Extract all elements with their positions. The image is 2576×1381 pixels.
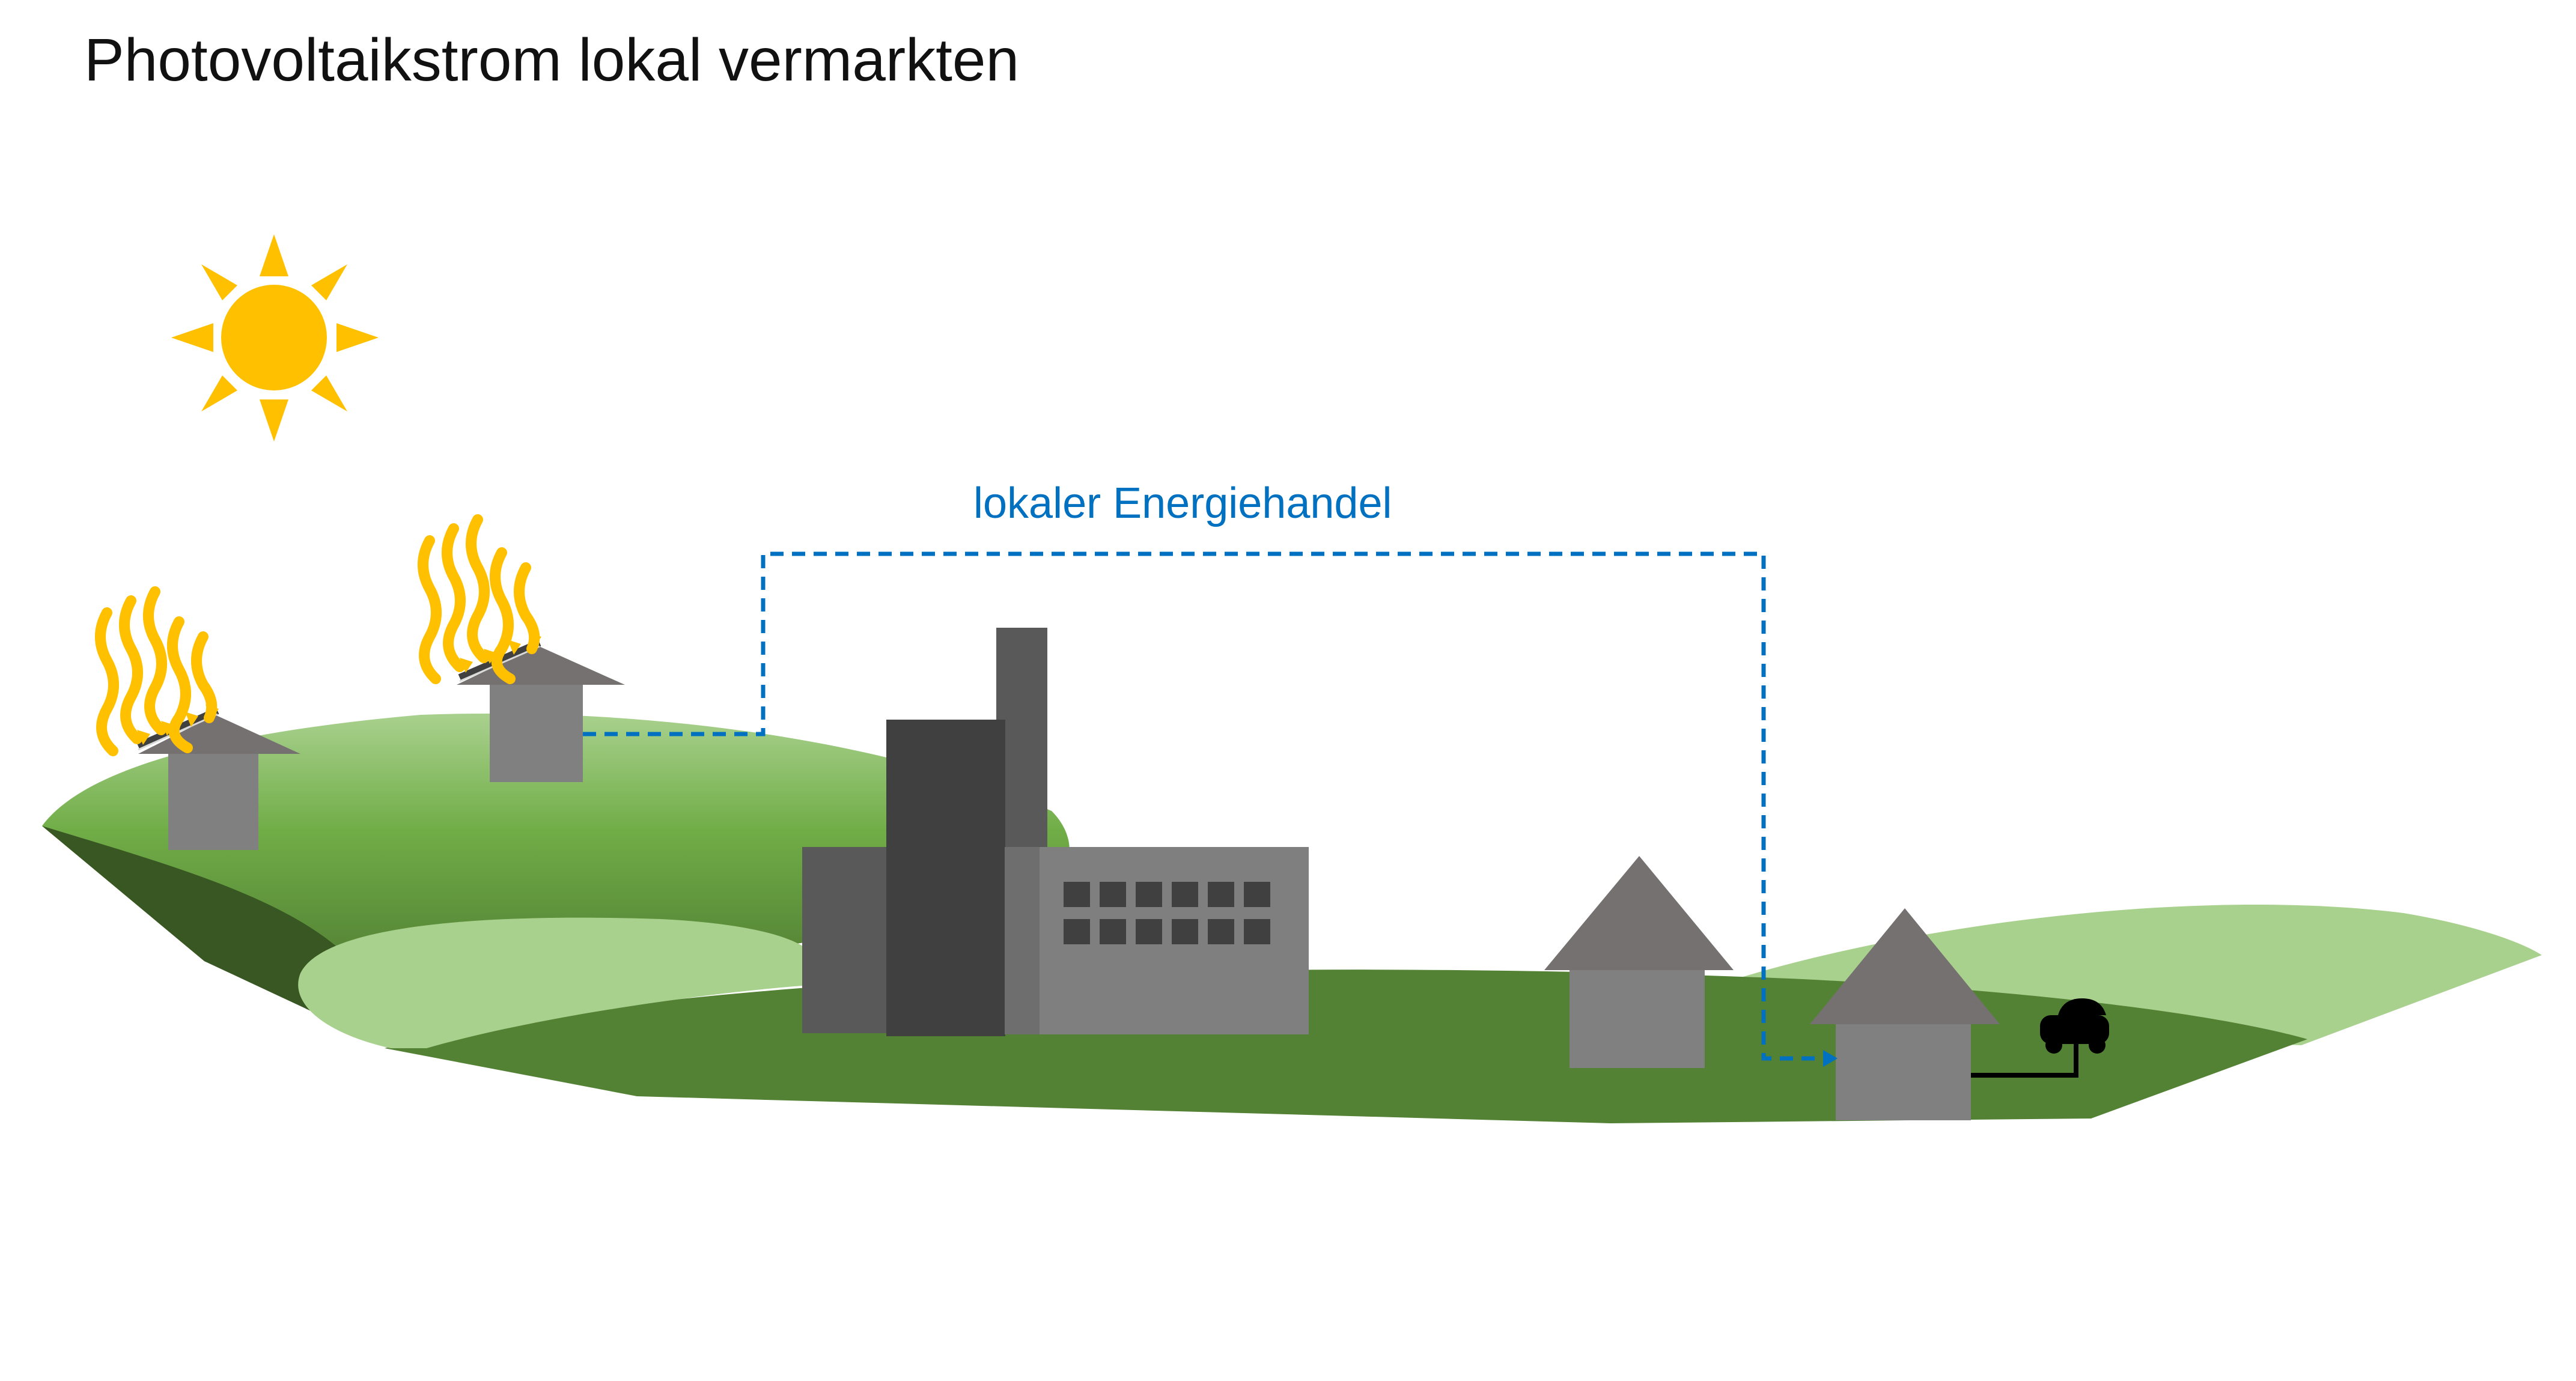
house-body [1570, 967, 1705, 1068]
charging-cable [1971, 1036, 2078, 1078]
factory-icon [802, 628, 1309, 1036]
energy-trade-arrowhead [1823, 1050, 1838, 1067]
sunlight-arrowheads [137, 705, 219, 745]
house-3 [1544, 856, 1734, 1068]
house-body [1836, 1021, 1971, 1120]
house-roof [1810, 908, 2000, 1024]
sunlight-arrowheads [460, 633, 541, 673]
sunlight-wave-icon [418, 514, 540, 684]
sun-icon [171, 234, 379, 442]
house-body [168, 754, 258, 850]
diagram-title: Photovoltaikstrom lokal vermarkten [84, 26, 1020, 94]
meadow [298, 917, 819, 1048]
factory-windows [1064, 882, 1270, 944]
house-body [490, 680, 583, 782]
house-consumer [1810, 908, 2000, 1120]
factory-left-wing [802, 847, 898, 1033]
trade-label: lokaler Energiehandel [973, 479, 1392, 527]
electric-car-icon [2040, 998, 2109, 1054]
factory-tower [886, 720, 1005, 1036]
house-roof [1544, 856, 1734, 970]
